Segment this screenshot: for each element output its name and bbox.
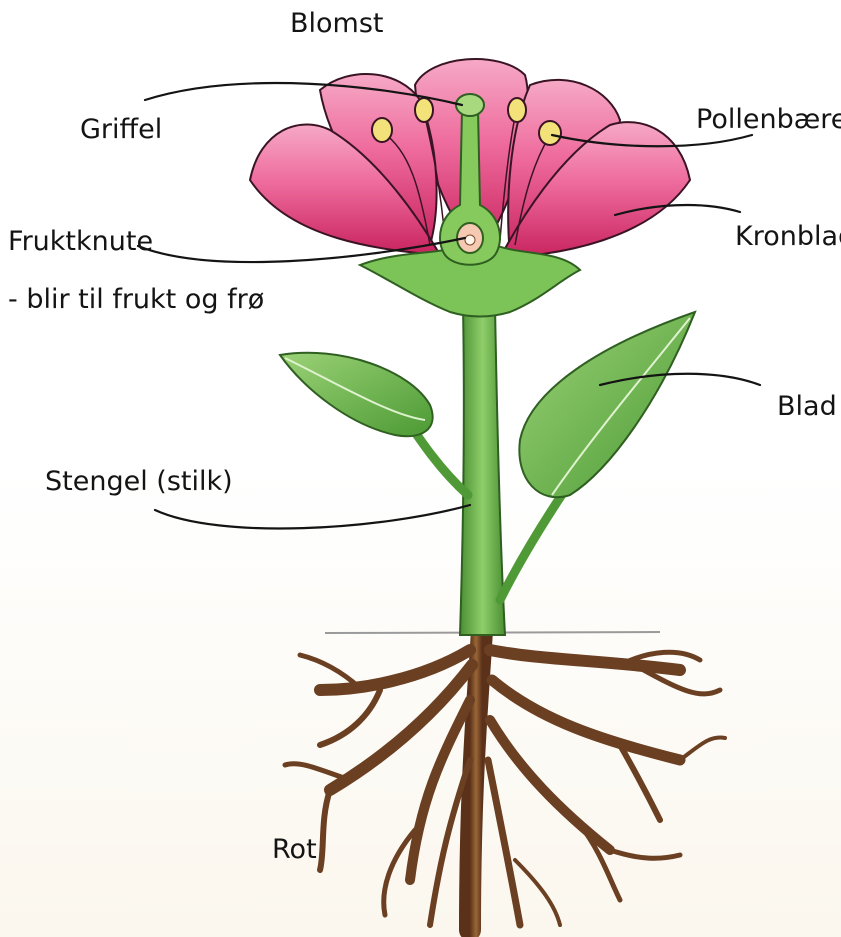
right-leaf-stalk: [500, 490, 565, 600]
roots: [285, 630, 725, 930]
anther-1: [372, 118, 392, 142]
right-leaf: [519, 312, 695, 497]
stengel-leader: [155, 505, 470, 529]
label-fruktknute-note: - blir til frukt og frø: [8, 284, 264, 315]
stem: [460, 305, 505, 635]
label-stengel: Stengel (stilk): [45, 466, 233, 497]
label-griffel: Griffel: [80, 114, 162, 145]
anther-3: [508, 98, 526, 122]
label-blomst: Blomst: [290, 8, 384, 39]
flower: [250, 59, 690, 317]
anther-4: [539, 121, 561, 145]
anther-2: [415, 98, 433, 122]
label-kronblad: Kronblad: [735, 221, 841, 252]
label-rot: Rot: [272, 834, 317, 865]
label-pollenbaerer: Pollenbærer: [696, 104, 841, 135]
label-fruktknute: Fruktknute: [8, 226, 153, 257]
label-blad: Blad: [777, 391, 837, 422]
